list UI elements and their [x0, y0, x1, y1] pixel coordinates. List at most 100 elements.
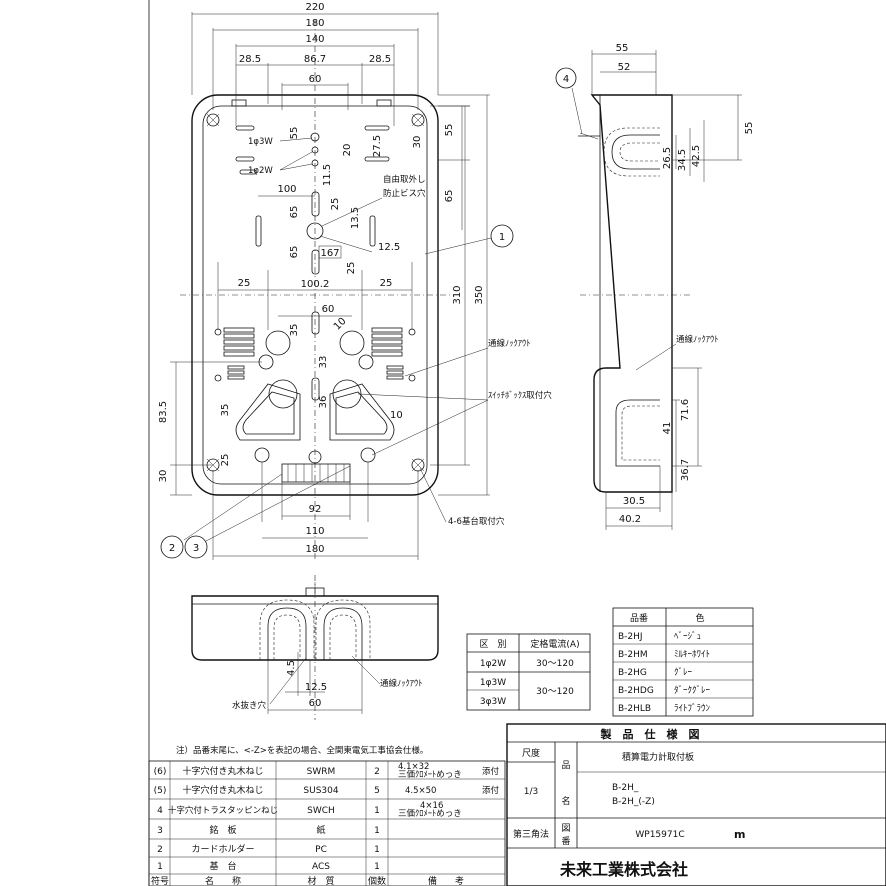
dim-350: 350 — [474, 285, 485, 304]
dim-180-bottom: 180 — [305, 544, 324, 555]
part-3-name: 銘 板 — [209, 824, 236, 836]
dim-13-5: 13.5 — [350, 207, 361, 229]
dim-220: 220 — [305, 2, 324, 13]
balloon-1: 1 — [499, 232, 505, 243]
dim-35: 35 — [289, 324, 300, 337]
part-3-mat: 紙 — [316, 824, 325, 836]
part-4-qty: 1 — [374, 806, 380, 816]
dim-55-right: 55 — [444, 124, 455, 137]
label-tsusen-front: 通線ﾉｯｸｱｳﾄ — [488, 338, 531, 349]
corner-hole-tl — [206, 113, 220, 127]
side-dim-52: 52 — [618, 62, 631, 73]
dim-140: 140 — [305, 34, 324, 45]
dim-86-7: 86.7 — [304, 54, 326, 65]
current-row-2-1: 30～120 — [536, 687, 574, 697]
part-6-name: 十字穴付き丸木ねじ — [182, 765, 263, 777]
dim-110: 110 — [305, 526, 324, 537]
dim-35-b: 35 — [220, 404, 231, 417]
side-dim-55-v: 55 — [744, 122, 755, 135]
corner-hole-tr — [411, 113, 425, 127]
part-6-rem2: 三価ｸﾛﾒｰﾄめっき — [398, 769, 462, 780]
part-6-mat: SWRM — [307, 767, 336, 777]
color-row-3-0: B-2HDG — [618, 686, 654, 696]
dim-28-5-right: 28.5 — [369, 54, 391, 65]
side-dim-34-5: 34.5 — [677, 149, 688, 171]
dim-20: 20 — [342, 144, 353, 157]
projection: 第三角法 — [513, 828, 549, 840]
ribs-left — [223, 327, 255, 380]
parts-header-2: 材 質 — [307, 875, 334, 886]
label-tsusen-side: 通線ﾉｯｸｱｳﾄ — [676, 334, 719, 345]
model-1: B-2H_ — [612, 783, 639, 793]
dim-167: 167 — [320, 248, 339, 259]
product-name: 積算電力計取付板 — [622, 751, 694, 763]
label-jiyu: 自由取外し — [383, 174, 426, 185]
label-mei: 名 — [561, 795, 570, 807]
front-view: 220 180 140 28.5 86.7 28.5 60 55 20 27.5… — [158, 2, 552, 560]
side-dim-36-7: 36.7 — [680, 459, 691, 481]
color-row-1-0: B-2HM — [618, 650, 648, 660]
part-5-name: 十字穴付き丸木ねじ — [182, 784, 263, 796]
label-kiban-hole: 4-6基台取付穴 — [448, 516, 505, 527]
title-block: 製 品 仕 様 図 尺度 1/3 第三角法 品 名 図 番 積算電力計取付板 B… — [506, 723, 886, 886]
color-row-0-0: B-2HJ — [618, 632, 643, 642]
part-2-name: カードホルダー — [191, 843, 254, 855]
part-1-no: 1 — [157, 862, 163, 872]
parts-header-1: 名 称 — [205, 875, 241, 886]
color-row-3-1: ﾀﾞｰｸｸﾞﾚｰ — [674, 685, 711, 696]
color-header-0: 品番 — [630, 612, 648, 624]
color-table: 品番 色 B-2HJ ﾍﾞｰｼﾞｭ B-2HM ﾐﾙｷｰﾎﾜｲﾄ B-2HG ｸ… — [612, 607, 754, 717]
dim-30: 30 — [412, 136, 423, 149]
part-4-rem1: 4×16 — [420, 801, 443, 811]
dim-36: 36 — [318, 396, 329, 409]
dim-180: 180 — [305, 18, 324, 29]
dim-65-b: 65 — [289, 246, 300, 259]
company-name: 未来工業株式会社 — [559, 860, 688, 879]
dim-60-b: 60 — [322, 304, 335, 315]
part-1-qty: 1 — [374, 862, 380, 872]
dim-100: 100 — [277, 184, 296, 195]
dim-25-d: 25 — [380, 278, 393, 289]
part-4-no: 4 — [157, 806, 163, 816]
dim-10: 10 — [332, 316, 349, 333]
side-dim-42-5: 42.5 — [691, 145, 702, 167]
balloon-4: 4 — [563, 74, 569, 85]
color-row-2-1: ｸﾞﾚｰ — [674, 667, 693, 678]
part-2-mat: PC — [315, 845, 327, 855]
dim-55: 55 — [289, 127, 300, 140]
current-table: 区 別 定格電流(A) 1φ2W 30～120 1φ3W 3φ3W 30～120 — [466, 633, 591, 711]
dim-28-5-left: 28.5 — [239, 54, 261, 65]
part-4-name: 十字穴付トラスタッピンねじ — [168, 805, 278, 816]
dim-65-right: 65 — [444, 190, 455, 203]
company-logo: m — [734, 828, 745, 841]
color-row-0-1: ﾍﾞｰｼﾞｭ — [674, 631, 701, 642]
parts-header-3: 個数 — [368, 875, 386, 886]
parts-header-0: 符号 — [151, 875, 169, 886]
label-boshi: 防止ビス穴 — [383, 188, 426, 199]
part-1-name: 基 台 — [209, 860, 236, 872]
dim-25-c: 25 — [238, 278, 251, 289]
dim-83-5: 83.5 — [158, 401, 169, 423]
side-dim-71-6: 71.6 — [680, 399, 691, 421]
color-row-2-0: B-2HG — [618, 668, 647, 678]
dim-60: 60 — [309, 74, 322, 85]
parts-header-4: 備 考 — [428, 875, 464, 886]
dim-65-a: 65 — [289, 206, 300, 219]
part-2-qty: 1 — [374, 845, 380, 855]
model-2: B-2H_(-Z) — [612, 797, 655, 807]
part-1-mat: ACS — [312, 862, 330, 872]
part-6-qty: 2 — [374, 767, 380, 777]
drawing-number: WP15971C — [635, 830, 684, 840]
side-dim-26-5: 26.5 — [662, 147, 673, 169]
scale-value: 1/3 — [524, 787, 538, 797]
bottom-dim-60: 60 — [309, 698, 322, 709]
label-tsusen-bottom: 通線ﾉｯｸｱｳﾄ — [380, 678, 423, 689]
part-6-no: (6) — [154, 767, 167, 777]
color-row-1-1: ﾐﾙｷｰﾎﾜｲﾄ — [674, 649, 710, 660]
part-5-rem1: 4.5×50 — [405, 786, 436, 796]
current-row-2-0: 3φ3W — [480, 697, 506, 707]
part-5-qty: 5 — [374, 786, 380, 796]
bottom-view: 12.5 4.5 60 水抜き穴 通線ﾉｯｸｱｳﾄ — [191, 575, 439, 720]
dim-33: 33 — [318, 356, 329, 369]
